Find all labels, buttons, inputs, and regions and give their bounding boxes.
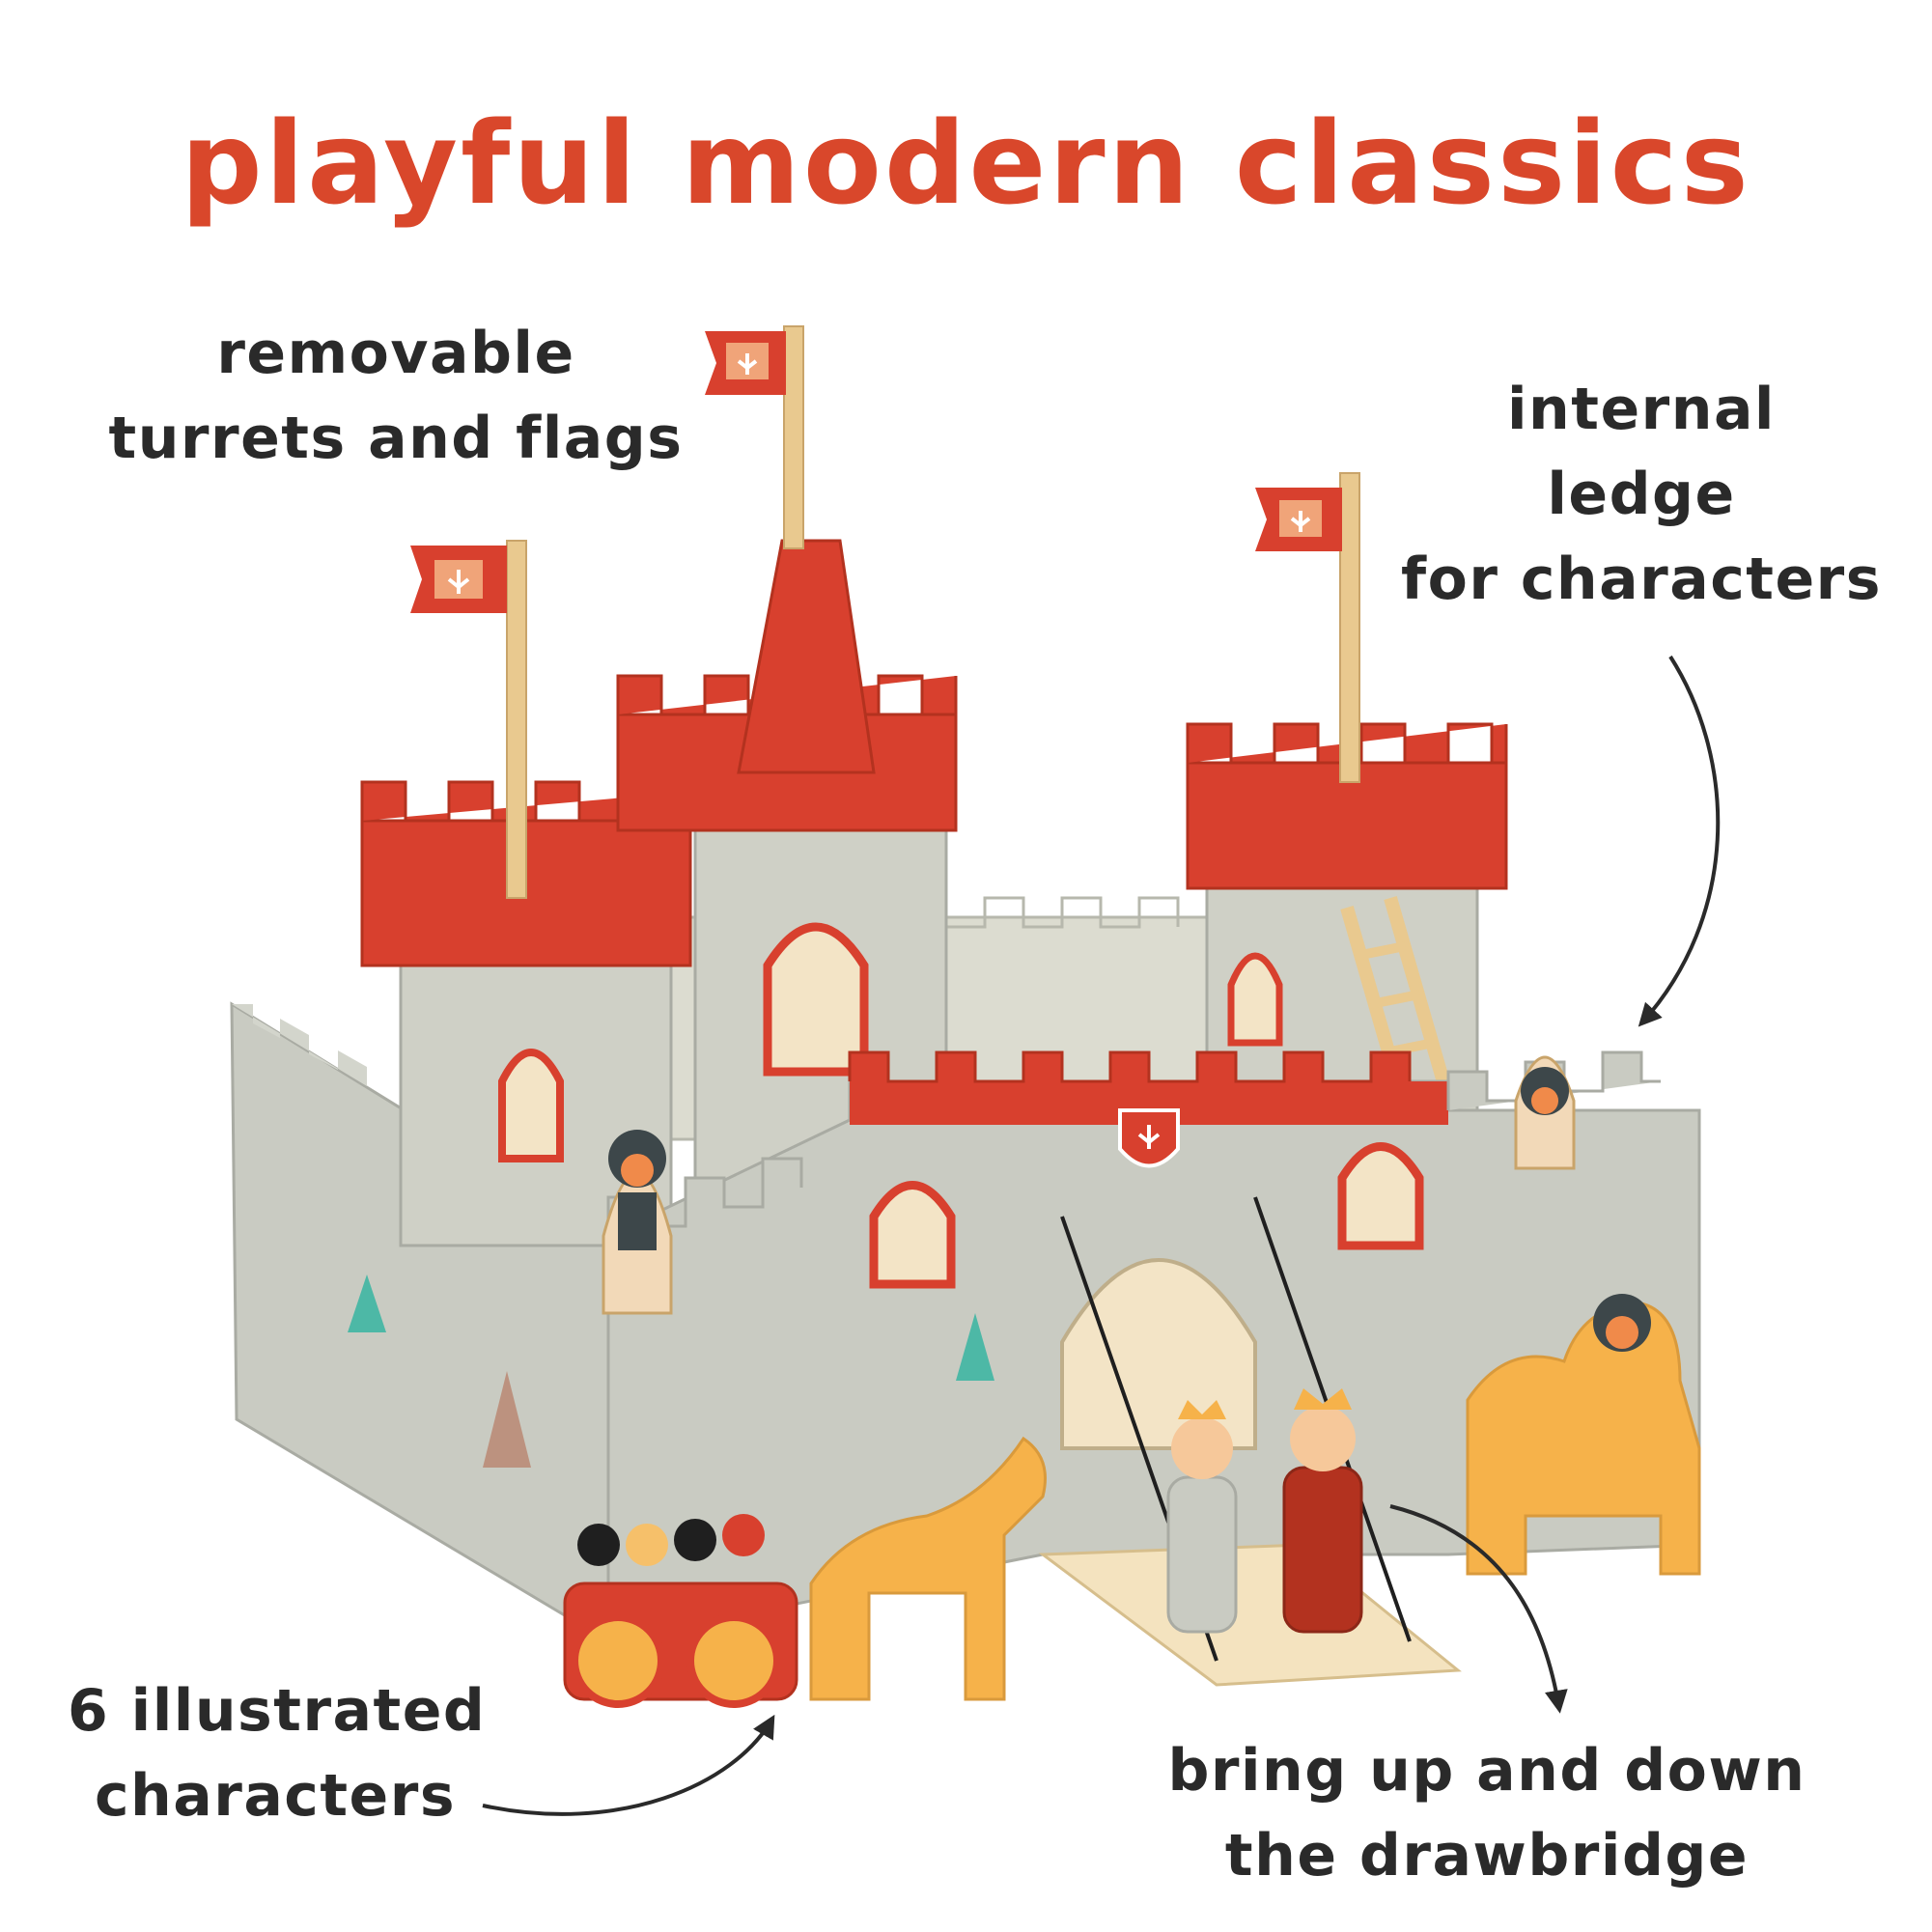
- callout-line: removable: [216, 320, 575, 387]
- callout-line: bring up and down: [1167, 1737, 1806, 1805]
- callout-line: ledge: [1547, 461, 1736, 528]
- left-turret: [360, 540, 692, 1247]
- callout-drawbridge: bring up and down the drawbridge: [1159, 1728, 1815, 1898]
- flag-icon: [410, 546, 507, 613]
- callout-line: for characters: [1401, 546, 1882, 613]
- callout-line: 6 illustrated: [68, 1677, 487, 1745]
- arrow-icon: [1638, 655, 1721, 1027]
- king-figure: [1282, 1388, 1363, 1634]
- flag-icon: [1255, 488, 1342, 551]
- callout-internal-ledge: internal ledge for characters: [1381, 367, 1902, 622]
- right-turret: [1186, 472, 1508, 1151]
- callout-line: characters: [94, 1762, 457, 1830]
- front-wall: [606, 1050, 1701, 1643]
- knight-figure: [1514, 1055, 1576, 1170]
- shield-icon: [1118, 1108, 1180, 1168]
- guard-figure: [602, 1130, 673, 1315]
- horse-cart: [563, 1436, 1047, 1708]
- callout-line: internal: [1506, 376, 1776, 443]
- knight-on-horse: [1466, 1294, 1701, 1576]
- queen-figure: [1166, 1400, 1238, 1634]
- callout-removable-turrets: removable turrets and flags: [106, 311, 686, 481]
- arrow-icon: [1389, 1504, 1568, 1714]
- callout-line: turrets and flags: [108, 405, 684, 472]
- arrow-icon: [482, 1714, 775, 1816]
- callout-illustrated-characters: 6 illustrated characters: [68, 1668, 487, 1838]
- flag-icon: [705, 331, 786, 395]
- page-headline: playful modern classics: [181, 97, 1751, 230]
- callout-line: the drawbridge: [1224, 1822, 1750, 1890]
